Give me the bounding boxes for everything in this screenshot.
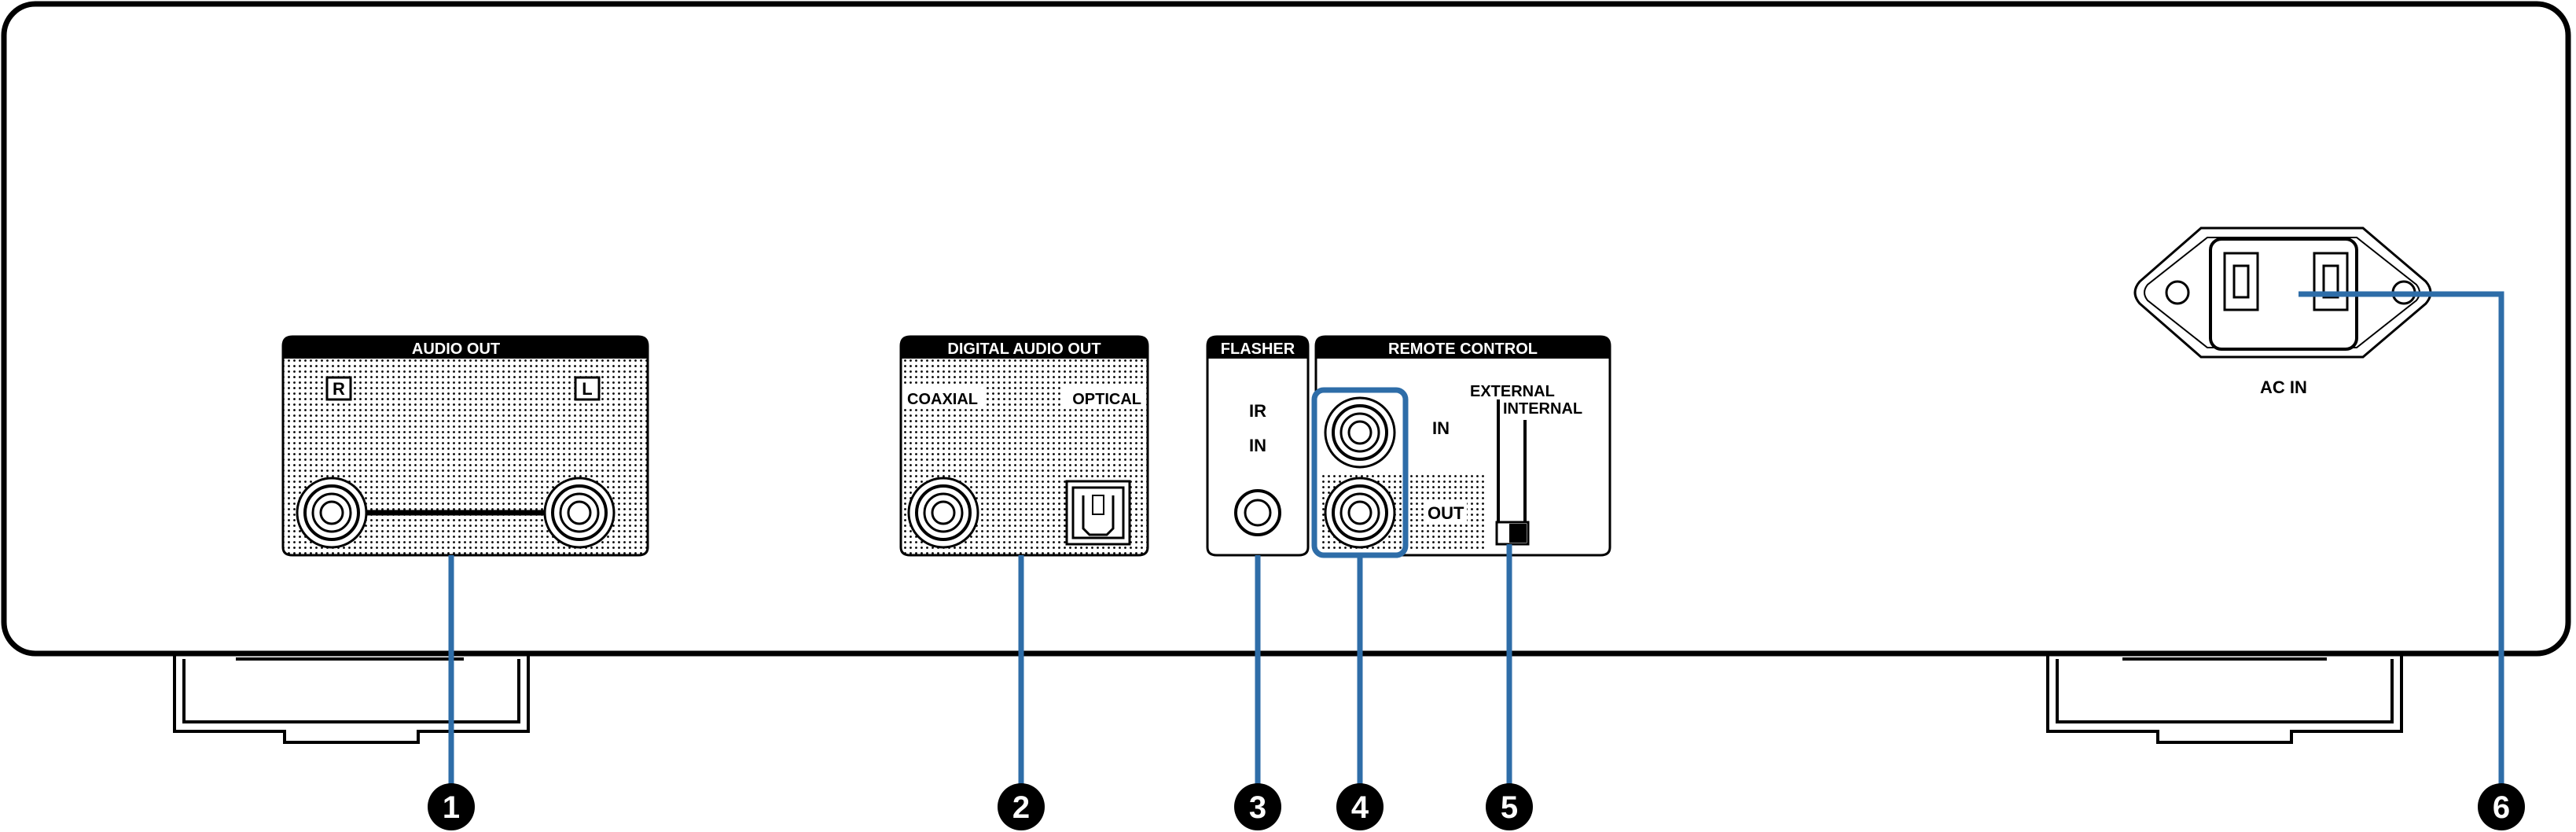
callout-marker-2: 2 (998, 783, 1045, 830)
digital-audio-out-title: DIGITAL AUDIO OUT (947, 341, 1101, 358)
callout-marker-6: 6 (2478, 783, 2525, 830)
flasher-in-label: IN (1249, 436, 1266, 455)
flasher-panel: FLASHER IR IN (1206, 335, 1310, 557)
remote-out-jack[interactable] (1324, 477, 1396, 549)
svg-text:6: 6 (2493, 790, 2510, 825)
audio-out-r-label: R (333, 379, 345, 399)
external-label: EXTERNAL (1470, 383, 1555, 400)
ac-in-label: AC IN (2260, 377, 2307, 397)
audio-out-l-label: L (582, 379, 592, 399)
flasher-title: FLASHER (1221, 341, 1295, 358)
remote-control-title: REMOTE CONTROL (1388, 341, 1538, 358)
remote-in-jack[interactable] (1324, 396, 1396, 469)
ac-inlet[interactable] (2133, 226, 2432, 359)
svg-text:3: 3 (1249, 790, 1266, 825)
rca-jack-l[interactable] (543, 477, 616, 549)
external-internal-switch[interactable] (1495, 521, 1530, 546)
remote-out-label: OUT (1428, 503, 1464, 523)
svg-text:2: 2 (1012, 790, 1030, 825)
optical-label: OPTICAL (1072, 391, 1141, 408)
svg-text:5: 5 (1501, 790, 1518, 825)
callout-marker-4: 4 (1336, 783, 1384, 830)
callout-line-6 (2299, 291, 2504, 786)
optical-jack[interactable] (1065, 480, 1131, 546)
coaxial-label: COAXIAL (907, 391, 978, 408)
flasher-ir-label: IR (1249, 401, 1266, 421)
callout-marker-5: 5 (1486, 783, 1533, 830)
callout-lines (448, 291, 2504, 786)
flasher-ir-jack[interactable] (1234, 489, 1281, 536)
internal-label: INTERNAL (1503, 400, 1582, 418)
svg-text:1: 1 (443, 790, 460, 825)
callout-marker-1: 1 (428, 783, 475, 830)
right-foot (2046, 656, 2403, 744)
audio-out-title: AUDIO OUT (412, 341, 500, 358)
left-foot (173, 656, 530, 744)
rca-jack-r[interactable] (296, 477, 368, 549)
remote-in-label: IN (1432, 418, 1450, 438)
svg-text:4: 4 (1351, 790, 1369, 825)
coaxial-jack[interactable] (907, 477, 979, 549)
callout-marker-3: 3 (1234, 783, 1281, 830)
